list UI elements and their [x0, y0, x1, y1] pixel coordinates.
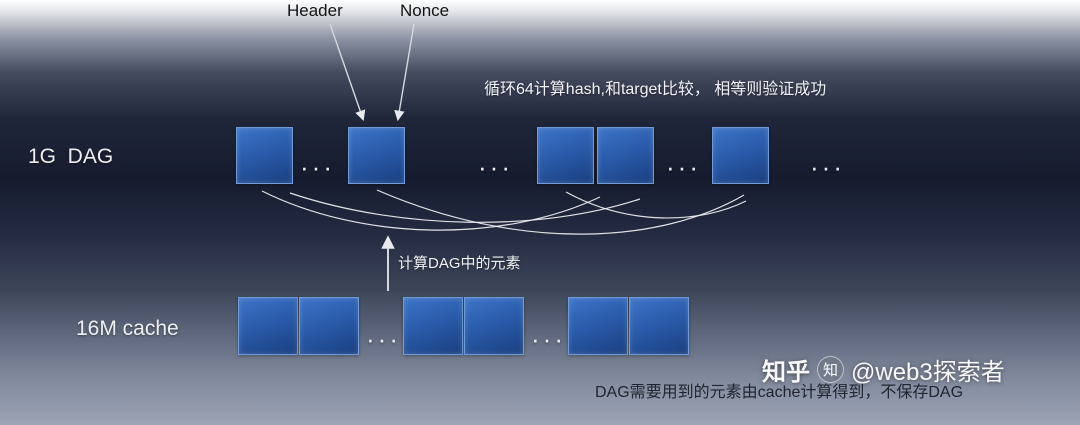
compute-dag-note: 计算DAG中的元素	[398, 255, 521, 272]
cache-block	[238, 297, 298, 355]
dag-block	[537, 127, 594, 184]
cache-ellipsis: ···	[366, 324, 401, 354]
dag-ellipsis: ···	[810, 152, 845, 182]
dag-ellipsis: ···	[666, 152, 701, 182]
header-label: Header	[287, 1, 343, 20]
hash-check-note: 循环64计算hash,和target比较， 相等则验证成功	[484, 81, 827, 98]
dag-block-mix-target	[348, 127, 405, 184]
dag-link-arc	[261, 190, 601, 231]
cache-block	[568, 297, 628, 355]
nonce-label: Nonce	[400, 1, 450, 20]
zhihu-logo-icon: 知	[817, 356, 844, 383]
cache-row-label: 16M cache	[76, 317, 179, 340]
cache-block	[464, 297, 524, 355]
dag-link-arc	[376, 189, 745, 235]
dag-ellipsis: ···	[478, 152, 513, 182]
dag-block	[597, 127, 654, 184]
cache-block	[299, 297, 359, 355]
watermark-user: @web3探索者	[851, 359, 1005, 386]
watermark: 知乎 知 @web3探索者	[762, 352, 1005, 387]
cache-block	[629, 297, 689, 355]
watermark-brand: 知乎	[762, 359, 810, 386]
dag-link-arc	[289, 192, 641, 223]
header-arrow	[329, 23, 366, 121]
dag-row-label: 1G DAG	[28, 145, 114, 168]
dag-block	[236, 127, 293, 184]
nonce-arrow	[394, 23, 415, 122]
bottom-note: DAG需要用到的元素由cache计算得到，不保存DAG	[595, 384, 964, 401]
cache-ellipsis: ···	[531, 324, 566, 354]
cache-block	[403, 297, 463, 355]
dag-link-arc	[565, 191, 747, 219]
dag-block	[712, 127, 769, 184]
dag-ellipsis: ···	[300, 152, 335, 182]
